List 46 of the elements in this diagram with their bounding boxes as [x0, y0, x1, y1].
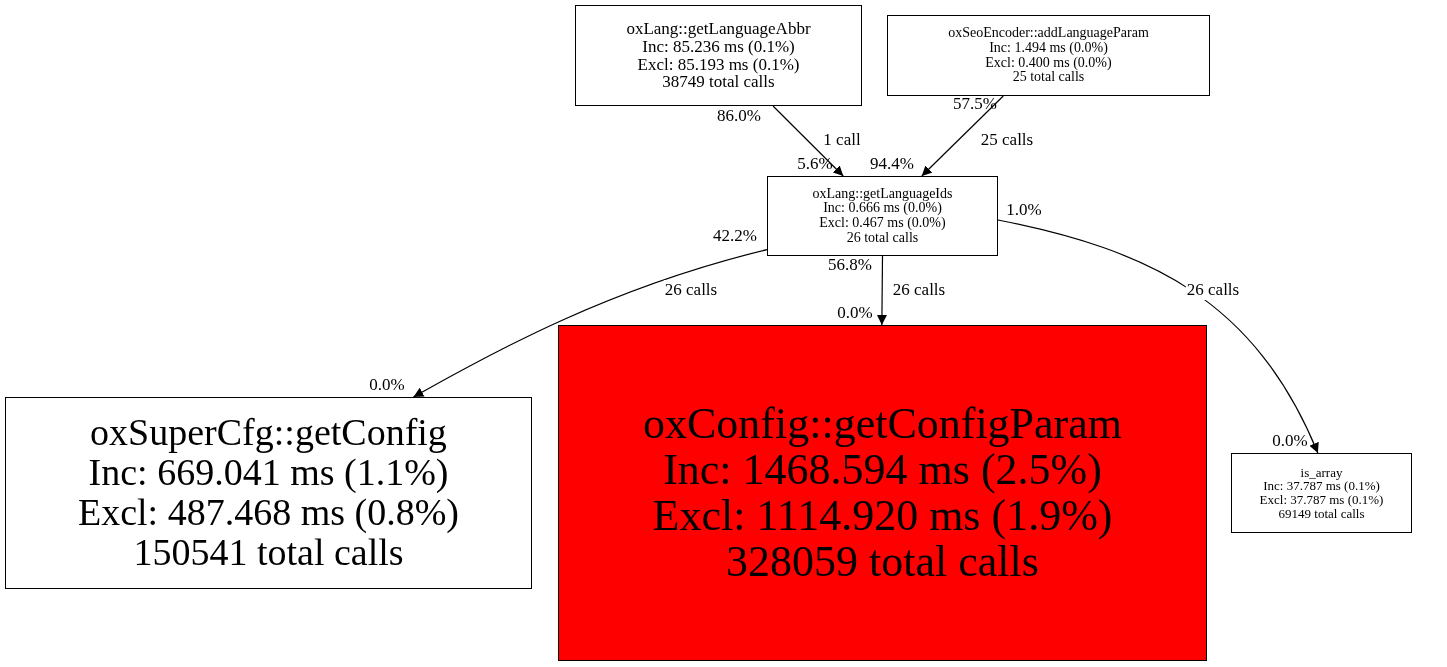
edge-label: 26 calls — [1185, 280, 1241, 300]
node-text: Inc: 0.666 ms (0.0%) — [823, 201, 942, 216]
node-text: Inc: 85.236 ms (0.1%) — [642, 37, 795, 56]
call-arrow — [876, 255, 887, 326]
percentage-label: 0.0% — [1272, 431, 1308, 451]
node-text: is_array — [1300, 465, 1343, 480]
node-text: Excl: 0.400 ms (0.0%) — [985, 55, 1112, 71]
function-box — [5, 397, 532, 589]
node-text: Excl: 1114.920 ms (1.9%) — [652, 493, 1113, 540]
node-text: 38749 total calls — [662, 73, 775, 92]
node-text: Inc: 37.787 ms (0.1%) — [1263, 479, 1380, 493]
percentage-label: 5.6% — [797, 154, 833, 174]
percentage-label: 94.4% — [870, 154, 914, 174]
function-box — [767, 176, 998, 256]
node-text: oxConfig::getConfigParam — [642, 400, 1123, 447]
call-arrow — [921, 95, 1004, 177]
node-text: 69149 total calls — [1278, 506, 1365, 521]
percentage-label: 1.0% — [1006, 200, 1042, 220]
node-text: 328059 total calls — [726, 539, 1039, 586]
call-arrow — [412, 249, 768, 398]
node-text: Excl: 487.468 ms (0.8%) — [78, 493, 459, 533]
function-box — [887, 15, 1210, 96]
function-box — [1231, 453, 1412, 533]
node-text: Inc: 1468.594 ms (2.5%) — [663, 446, 1102, 493]
function-box — [558, 325, 1207, 661]
percentage-label: 0.0% — [837, 303, 873, 323]
function-box — [575, 5, 862, 106]
node-text: 25 total calls — [1012, 70, 1085, 85]
percentage-label: 56.8% — [828, 255, 872, 275]
node-text: Excl: 0.467 ms (0.0%) — [819, 216, 946, 231]
node-text: Inc: 1.494 ms (0.0%) — [989, 40, 1108, 56]
node-text: 150541 total calls — [133, 532, 404, 573]
node-text: Inc: 669.041 ms (1.1%) — [88, 453, 449, 493]
call-arrow — [772, 105, 844, 177]
call-arrow — [997, 219, 1319, 454]
percentage-label: 57.5% — [953, 94, 997, 114]
percentage-label: 42.2% — [713, 226, 757, 246]
percentage-label: 86.0% — [717, 106, 761, 126]
node-text: oxSuperCfg::getConfig — [90, 413, 447, 454]
percentage-label: 0.0% — [369, 375, 405, 395]
node-text: Excl: 85.193 ms (0.1%) — [637, 55, 800, 74]
node-text: Excl: 37.787 ms (0.1%) — [1259, 493, 1384, 507]
node-text: oxSeoEncoder::addLanguageParam — [948, 26, 1149, 41]
node-text: oxLang::getLanguageAbbr — [626, 19, 811, 38]
node-text: oxLang::getLanguageIds — [812, 186, 953, 202]
node-text: 26 total calls — [846, 230, 919, 246]
